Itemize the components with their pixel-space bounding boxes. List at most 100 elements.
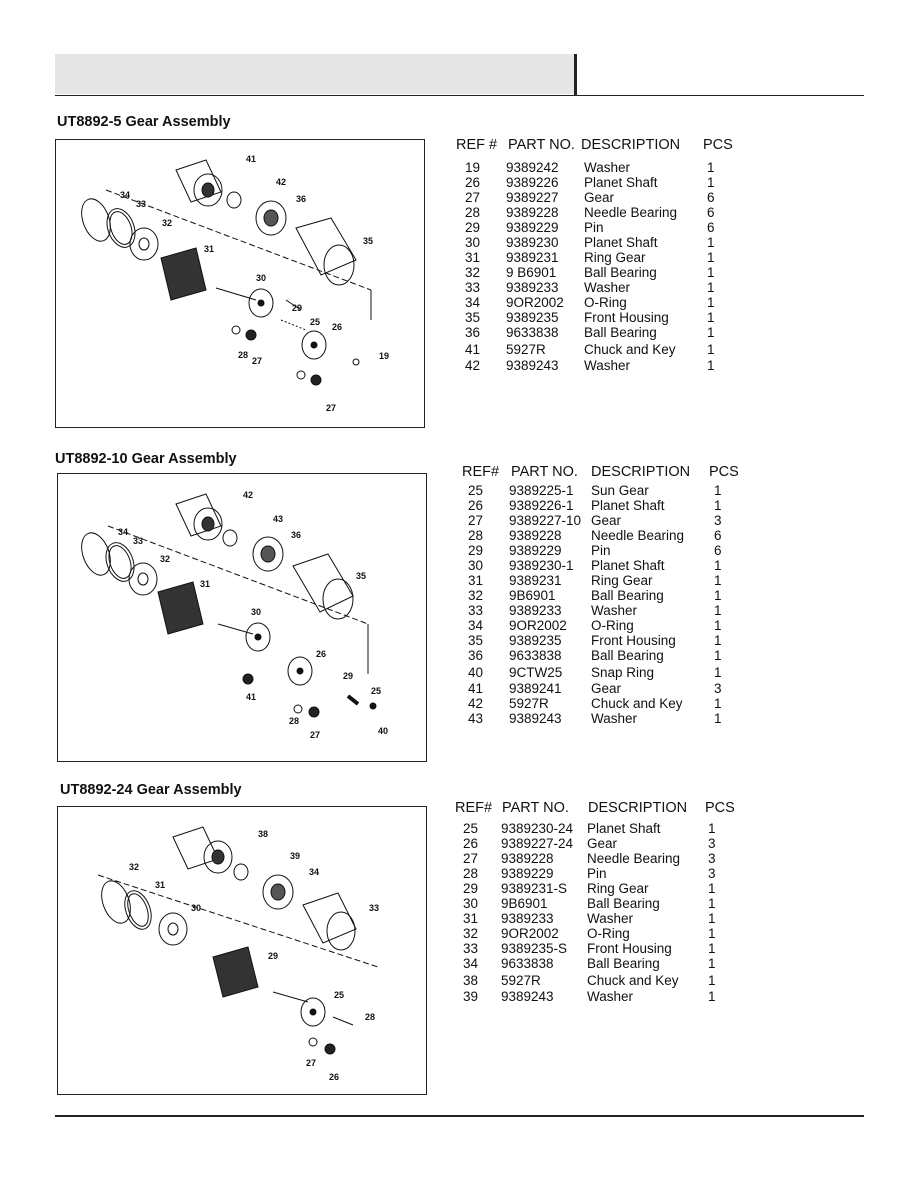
callout-label: 26	[332, 322, 342, 332]
callout-label: 25	[371, 686, 381, 696]
pcs-cell: 1	[708, 989, 716, 1004]
part-cell: 9OR2002	[509, 618, 567, 633]
exploded-diagram: 38 39 34 32 31 30 33 29 25 28 27 26	[57, 806, 427, 1095]
ref-cell: 32	[468, 588, 484, 603]
header-bar	[55, 54, 575, 94]
ref-cell: 33	[463, 941, 479, 956]
description-cell: Planet Shaft	[584, 235, 658, 250]
part-cell: 9389233	[506, 280, 559, 295]
part-cell: 9389230-24	[501, 821, 574, 836]
pcs-cell: 1	[707, 280, 715, 295]
pcs-cell: 1	[714, 665, 722, 680]
ref-cell: 26	[468, 498, 484, 513]
ref-cell: 32	[463, 926, 479, 941]
description-cell: Gear	[591, 513, 622, 528]
ref-cell: 34	[463, 956, 479, 971]
col-header-part: PART NO.	[508, 137, 575, 153]
pcs-cell: 1	[708, 956, 716, 971]
description-cell: O-Ring	[591, 618, 634, 633]
pcs-cell: 1	[714, 618, 722, 633]
callout-label: 30	[256, 273, 266, 283]
callout-label: 42	[276, 177, 286, 187]
pcs-cell: 1	[708, 941, 716, 956]
pcs-cell: 1	[707, 310, 715, 325]
description-cell: Gear	[584, 190, 615, 205]
callout-label: 30	[251, 607, 261, 617]
callout-label: 27	[306, 1058, 316, 1068]
part-cell: 9633838	[501, 956, 554, 971]
callout-label: 32	[129, 862, 139, 872]
ref-cell: 29	[463, 881, 479, 896]
description-cell: Ball Bearing	[587, 956, 660, 971]
part-cell: 9389230	[506, 235, 559, 250]
callout-label: 33	[369, 903, 379, 913]
callout-label: 28	[289, 716, 299, 726]
description-cell: Front Housing	[587, 941, 672, 956]
col-header-description: DESCRIPTION	[588, 800, 688, 816]
part-cell: 9633838	[506, 325, 559, 340]
ref-cell: 36	[468, 648, 484, 663]
callout-label: 26	[329, 1072, 339, 1082]
callout-label: 29	[292, 303, 302, 313]
ref-cell: 39	[463, 989, 479, 1004]
col-header-ref: REF #	[456, 137, 498, 153]
description-cell: Ball Bearing	[584, 325, 657, 340]
ref-cell: 31	[463, 911, 479, 926]
description-cell: Needle Bearing	[584, 205, 678, 220]
part-cell: 9389231	[506, 250, 559, 265]
part-cell: 9389231	[509, 573, 562, 588]
description-cell: Planet Shaft	[587, 821, 661, 836]
part-cell: 9389241	[509, 681, 562, 696]
col-header-pcs: PCS	[705, 800, 735, 816]
part-cell: 9389242	[506, 160, 559, 175]
part-cell: 9CTW25	[509, 665, 563, 680]
callout-label: 19	[379, 351, 389, 361]
col-header-pcs: PCS	[703, 137, 733, 153]
description-cell: Front Housing	[584, 310, 669, 325]
description-cell: Ball Bearing	[584, 265, 657, 280]
part-cell: 9389229	[509, 543, 562, 558]
description-cell: Chuck and Key	[584, 342, 676, 357]
ref-cell: 28	[468, 528, 484, 543]
pcs-cell: 1	[714, 696, 722, 711]
pcs-cell: 1	[708, 896, 716, 911]
callout-label: 32	[162, 218, 172, 228]
ref-cell: 38	[463, 973, 479, 988]
callout-label: 33	[133, 536, 143, 546]
part-cell: 9389235	[506, 310, 559, 325]
description-cell: Front Housing	[591, 633, 676, 648]
part-cell: 9B6901	[501, 896, 548, 911]
part-cell: 9389228	[509, 528, 562, 543]
pcs-cell: 1	[708, 821, 716, 836]
description-cell: Snap Ring	[591, 665, 655, 680]
ref-cell: 28	[463, 866, 479, 881]
pcs-cell: 3	[714, 513, 722, 528]
ref-cell: 40	[468, 665, 484, 680]
callout-label: 33	[136, 199, 146, 209]
callout-label: 41	[246, 692, 256, 702]
ref-cell: 43	[468, 711, 484, 726]
pcs-cell: 1	[714, 573, 722, 588]
callout-label: 28	[238, 350, 248, 360]
description-cell: Pin	[591, 543, 611, 558]
pcs-cell: 1	[714, 558, 722, 573]
exploded-diagram: 41 42 36 34 33 32 31 35 30 29 25 26 28 2…	[55, 139, 425, 428]
part-cell: 9389226	[506, 175, 559, 190]
pcs-cell: 1	[714, 498, 722, 513]
description-cell: O-Ring	[587, 926, 630, 941]
description-cell: Sun Gear	[591, 483, 649, 498]
part-cell: 9 B6901	[506, 265, 557, 280]
ref-cell: 41	[468, 681, 484, 696]
callout-label: 26	[316, 649, 326, 659]
part-cell: 9389228	[506, 205, 559, 220]
pcs-cell: 1	[707, 325, 715, 340]
pcs-cell: 1	[708, 881, 716, 896]
description-cell: Washer	[587, 911, 634, 926]
part-cell: 9389243	[509, 711, 562, 726]
callout-label: 29	[343, 671, 353, 681]
col-header-ref: REF#	[462, 464, 500, 480]
callout-label: 39	[290, 851, 300, 861]
